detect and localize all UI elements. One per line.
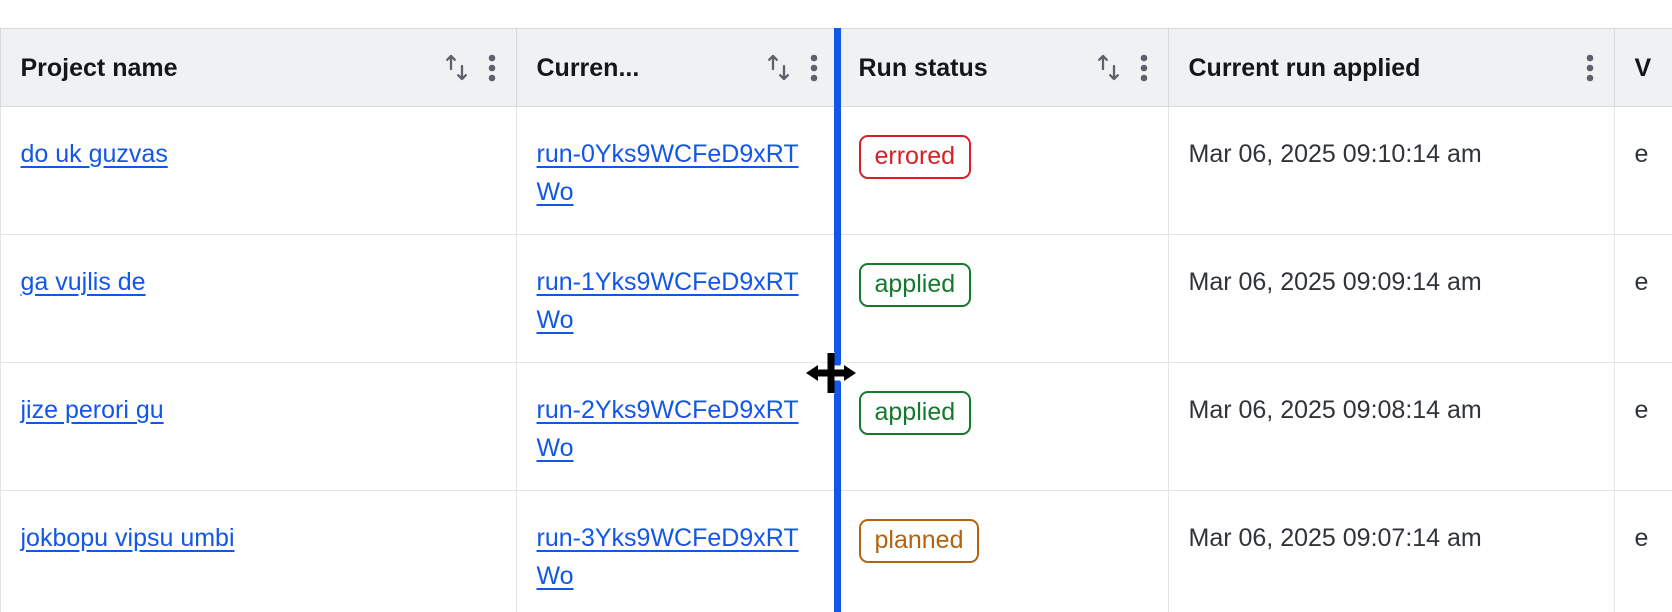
sort-icon[interactable]	[766, 52, 792, 84]
cell-project-name: jize perori gu	[0, 362, 517, 491]
cell-current-run: run-3Yks9WCFeD9xRTWo	[516, 490, 839, 612]
cell-next-column: e	[1614, 234, 1672, 363]
project-name-link[interactable]: ga vujlis de	[20, 268, 146, 296]
kebab-menu-icon[interactable]	[488, 53, 496, 83]
cell-current-run: run-1Yks9WCFeD9xRTWo	[516, 234, 839, 363]
column-resize-indicator[interactable]	[834, 28, 841, 612]
table-row: jokbopu vipsu umbi run-3Yks9WCFeD9xRTWo …	[0, 490, 1672, 612]
cell-run-status: planned	[838, 490, 1169, 612]
table-row: jize perori gu run-2Yks9WCFeD9xRTWo appl…	[0, 362, 1672, 491]
cell-project-name: jokbopu vipsu umbi	[0, 490, 517, 612]
status-badge: applied	[858, 391, 972, 435]
cell-project-name: do uk guzvas	[0, 106, 517, 235]
applied-timestamp: Mar 06, 2025 09:07:14 am	[1188, 524, 1482, 552]
column-header-current-run[interactable]: Curren...	[516, 28, 839, 107]
applied-timestamp: Mar 06, 2025 09:09:14 am	[1188, 268, 1482, 296]
kebab-menu-icon[interactable]	[1586, 53, 1594, 83]
current-run-link[interactable]: run-3Yks9WCFeD9xRTWo	[536, 524, 799, 590]
column-header-run-status-label: Run status	[858, 53, 988, 82]
table-row: ga vujlis de run-1Yks9WCFeD9xRTWo applie…	[0, 234, 1672, 363]
column-header-next-column-label: V	[1634, 53, 1652, 82]
column-header-current-run-applied[interactable]: Current run applied	[1168, 28, 1615, 107]
cell-current-run-applied: Mar 06, 2025 09:09:14 am	[1168, 234, 1615, 363]
applied-timestamp: Mar 06, 2025 09:08:14 am	[1188, 396, 1482, 424]
sort-icon[interactable]	[444, 52, 470, 84]
cell-project-name: ga vujlis de	[0, 234, 517, 363]
cell-next-column: e	[1614, 490, 1672, 612]
current-run-link[interactable]: run-1Yks9WCFeD9xRTWo	[536, 268, 799, 334]
table-row: do uk guzvas run-0Yks9WCFeD9xRTWo errore…	[0, 106, 1672, 235]
kebab-menu-icon[interactable]	[810, 53, 818, 83]
cell-next-column: e	[1614, 106, 1672, 235]
next-column-value: e	[1634, 524, 1649, 552]
status-badge: errored	[858, 135, 972, 179]
cell-current-run: run-0Yks9WCFeD9xRTWo	[516, 106, 839, 235]
project-name-link[interactable]: jokbopu vipsu umbi	[20, 524, 235, 552]
next-column-value: e	[1634, 396, 1649, 424]
column-header-project-name[interactable]: Project name	[0, 28, 517, 107]
column-header-current-run-label: Curren...	[536, 53, 640, 82]
sort-icon[interactable]	[1096, 52, 1122, 84]
cell-run-status: errored	[838, 106, 1169, 235]
current-run-link[interactable]: run-2Yks9WCFeD9xRTWo	[536, 396, 799, 462]
project-name-link[interactable]: do uk guzvas	[20, 140, 168, 168]
applied-timestamp: Mar 06, 2025 09:10:14 am	[1188, 140, 1482, 168]
cell-run-status: applied	[838, 234, 1169, 363]
table-body: do uk guzvas run-0Yks9WCFeD9xRTWo errore…	[0, 106, 1672, 612]
cell-run-status: applied	[838, 362, 1169, 491]
column-header-current-run-applied-label: Current run applied	[1188, 53, 1421, 82]
status-badge: applied	[858, 263, 972, 307]
kebab-menu-icon[interactable]	[1140, 53, 1148, 83]
project-name-link[interactable]: jize perori gu	[20, 396, 164, 424]
current-run-link[interactable]: run-0Yks9WCFeD9xRTWo	[536, 140, 799, 206]
next-column-value: e	[1634, 140, 1649, 168]
viewport-top-gap	[0, 0, 1672, 28]
cell-current-run-applied: Mar 06, 2025 09:10:14 am	[1168, 106, 1615, 235]
cell-next-column: e	[1614, 362, 1672, 491]
data-table-container: Project name	[0, 28, 1672, 612]
column-header-run-status[interactable]: Run status	[838, 28, 1169, 107]
status-badge: planned	[858, 519, 980, 563]
projects-table: Project name	[0, 28, 1672, 612]
cell-current-run: run-2Yks9WCFeD9xRTWo	[516, 362, 839, 491]
cell-current-run-applied: Mar 06, 2025 09:07:14 am	[1168, 490, 1615, 612]
column-header-project-name-label: Project name	[20, 53, 178, 82]
next-column-value: e	[1634, 268, 1649, 296]
column-header-next-column[interactable]: V	[1614, 28, 1672, 107]
cell-current-run-applied: Mar 06, 2025 09:08:14 am	[1168, 362, 1615, 491]
